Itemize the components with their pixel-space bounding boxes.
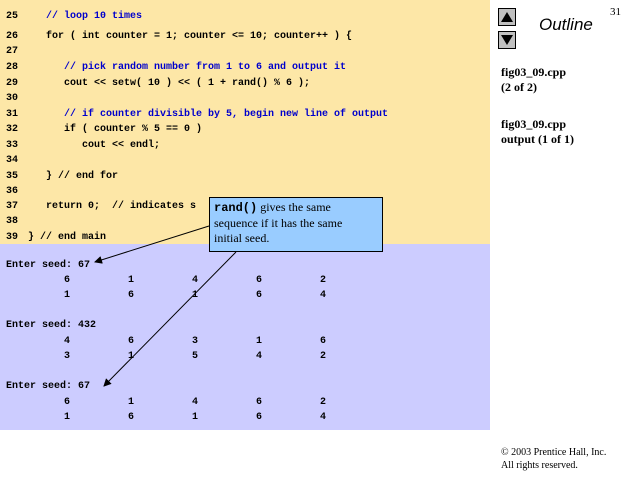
triangle-up-icon (501, 12, 513, 22)
output-value: 6 (63, 397, 70, 408)
line-number: 30 (6, 93, 19, 104)
output-value: 1 (191, 290, 198, 301)
code-line: 28 // pick random number from 1 to 6 and… (6, 62, 346, 74)
line-number: 26 (6, 31, 19, 42)
code-text: // if counter divisible by 5, begin new … (28, 109, 389, 120)
code-line: 37 return 0; // indicates s (6, 201, 196, 213)
code-line: 32 if ( counter % 5 == 0 ) (6, 124, 202, 136)
code-text: // pick random number from 1 to 6 and ou… (28, 62, 347, 73)
next-slide-button[interactable] (498, 31, 516, 49)
outline-title: Outline (539, 15, 593, 34)
output-value: 6 (319, 336, 326, 347)
output-value: 6 (255, 397, 262, 408)
code-line: 27 (6, 46, 28, 58)
line-number: 31 (6, 109, 19, 120)
output-value: 1 (255, 336, 262, 347)
line-number: 33 (6, 140, 19, 151)
file-label: fig03_09.cpp (2 of 2) (501, 65, 567, 94)
line-number: 36 (6, 186, 19, 197)
output-value: 1 (127, 397, 134, 408)
triangle-down-icon (501, 35, 513, 45)
code-line: 25 // loop 10 times (6, 11, 142, 23)
line-number: 37 (6, 201, 19, 212)
copyright: © 2003 Prentice Hall, Inc. All rights re… (501, 447, 607, 471)
code-line: 35 } // end for (6, 171, 118, 183)
output-value: 5 (191, 351, 198, 362)
output-value: 1 (63, 290, 70, 301)
output-value: 4 (319, 290, 326, 301)
output-prompt: Enter seed: 432 (6, 320, 97, 331)
callout-code-term: rand() (214, 201, 258, 215)
previous-slide-button[interactable] (498, 8, 516, 26)
code-line: 26 for ( int counter = 1; counter <= 10;… (6, 31, 352, 43)
code-text: } // end for (28, 171, 119, 182)
line-number: 29 (6, 78, 19, 89)
code-line: 38 (6, 216, 28, 228)
arrow-to-first-run (94, 225, 210, 264)
code-text: cout << setw( 10 ) << ( 1 + rand() % 6 )… (28, 78, 311, 89)
output-value: 6 (255, 412, 262, 423)
output-value: 6 (255, 290, 262, 301)
output-value: 6 (255, 275, 262, 286)
output-value: 1 (63, 412, 70, 423)
line-number: 35 (6, 171, 19, 182)
code-line: 39 } // end main (6, 232, 106, 244)
output-value: 1 (127, 275, 134, 286)
code-line: 36 (6, 186, 28, 198)
line-number: 32 (6, 124, 19, 135)
output-value: 2 (319, 275, 326, 286)
code-line: 31 // if counter divisible by 5, begin n… (6, 109, 388, 121)
line-number: 27 (6, 46, 19, 57)
code-text: if ( counter % 5 == 0 ) (28, 124, 203, 135)
output-value: 4 (191, 397, 198, 408)
output-value: 1 (191, 412, 198, 423)
output-value: 2 (319, 397, 326, 408)
line-number: 39 (6, 232, 19, 243)
line-number: 38 (6, 216, 19, 227)
output-value: 2 (319, 351, 326, 362)
code-text: cout << endl; (28, 140, 161, 151)
output-value: 4 (319, 412, 326, 423)
output-value: 4 (191, 275, 198, 286)
output-prompt: Enter seed: 67 (6, 260, 91, 271)
rand-callout: rand() gives the same sequence if it has… (209, 197, 383, 252)
page-number: 31 (610, 6, 621, 18)
code-line: 30 (6, 93, 28, 105)
line-number: 25 (6, 11, 19, 22)
arrow-to-third-run (103, 251, 237, 387)
file-label: fig03_09.cpp output (1 of 1) (501, 117, 575, 146)
output-value: 1 (127, 351, 134, 362)
line-number: 28 (6, 62, 19, 73)
code-text: return 0; // indicates s (28, 201, 197, 212)
output-value: 6 (63, 275, 70, 286)
output-value: 4 (63, 336, 70, 347)
code-text: // loop 10 times (28, 11, 143, 22)
code-line: 29 cout << setw( 10 ) << ( 1 + rand() % … (6, 78, 310, 90)
output-value: 3 (191, 336, 198, 347)
line-number: 34 (6, 155, 19, 166)
output-value: 6 (127, 336, 134, 347)
output-value: 4 (255, 351, 262, 362)
output-value: 6 (127, 412, 134, 423)
code-line: 34 (6, 155, 28, 167)
code-text: for ( int counter = 1; counter <= 10; co… (28, 31, 353, 42)
code-text: } // end main (28, 232, 107, 243)
output-value: 6 (127, 290, 134, 301)
code-line: 33 cout << endl; (6, 140, 160, 152)
output-value: 3 (63, 351, 70, 362)
output-panel (0, 244, 490, 430)
output-prompt: Enter seed: 67 (6, 381, 91, 392)
